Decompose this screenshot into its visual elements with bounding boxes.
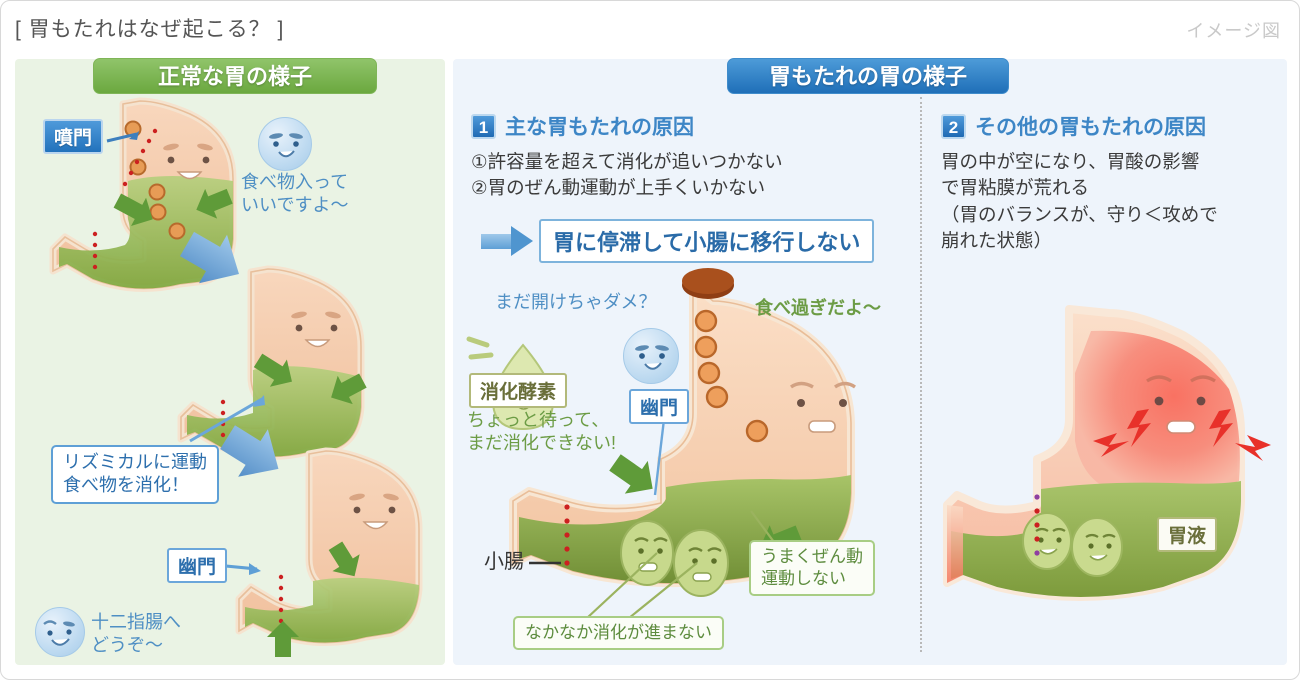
section-1-title: 主な胃もたれの原因 (505, 116, 694, 139)
banner-upset-stomach: 胃もたれの胃の様子 (727, 58, 1009, 94)
section-2-heading: 2 その他の胃もたれの原因 (941, 111, 1218, 141)
speech-food-ok: 食べ物入って いいですよ〜 (241, 172, 349, 216)
stomach-figure-3 (235, 447, 423, 657)
label-cardia: 噴門 (43, 119, 104, 154)
smiley-face-wink (35, 607, 85, 657)
speech-overeating: 食べ過ぎだよ〜 (755, 298, 881, 318)
label-pylorus-middle: 幽門 (629, 389, 690, 424)
section-2-body: 胃の中が空になり、胃酸の影響 で胃粘膜が荒れる （胃のバランスが、守り＜攻めで … (941, 151, 1218, 251)
normal-stomach-panel: 噴門 食べ物入って いいですよ〜 リズミカルに運動 食べ物を消化！ 幽門 十二指… (15, 59, 445, 665)
page-title: [ 胃もたれはなぜ起こる？ ] (15, 18, 285, 41)
label-digestive-enzyme: 消化酵素 (469, 373, 568, 408)
speech-to-duodenum: 十二指腸へ どうぞ〜 (91, 612, 181, 656)
food-face-3 (1022, 512, 1072, 570)
flow-arrow-2 (220, 425, 279, 477)
smiley-face-pylorus (623, 328, 679, 384)
section-2-number: 2 (941, 113, 966, 139)
section-1: 1 主な胃もたれの原因 ①許容量を超えて消化が追いつかない ②胃のぜん動運動が上… (471, 111, 783, 202)
sad-food-face-1 (620, 520, 674, 586)
speech-not-yet: まだ開けちゃダメ？ (495, 292, 657, 312)
pylorus-leader-2 (653, 410, 667, 496)
irritated-stomach-illustration (943, 305, 1271, 601)
section-1-item-2: ②胃のぜん動運動が上手くいかない (471, 177, 766, 199)
section-1-conclusion: 胃に停滞して小腸に移行しない (481, 219, 875, 263)
food-face-4 (1071, 517, 1123, 577)
cardia-leader (106, 132, 138, 143)
label-gastric-juice: 胃液 (1157, 517, 1218, 552)
banner-normal-stomach: 正常な胃の様子 (93, 58, 377, 94)
section-1-number: 1 (471, 113, 496, 139)
label-pylorus-left: 幽門 (167, 548, 228, 583)
section-1-heading: 1 主な胃もたれの原因 (471, 111, 783, 141)
section-1-items: ①許容量を超えて消化が追いつかない ②胃のぜん動運動が上手くいかない (471, 149, 783, 202)
right-arrow-icon (481, 226, 535, 256)
section-2-title: その他の胃もたれの原因 (975, 116, 1206, 139)
peristalsis-arrow (113, 188, 233, 227)
label-small-intestine: 小腸 (484, 551, 524, 573)
section-divider (920, 97, 922, 652)
conclusion-text: 胃に停滞して小腸に移行しない (539, 219, 875, 263)
normal-stomach-illustration (49, 97, 423, 657)
callout-slow-digestion: なかなか消化が進まない (513, 616, 724, 651)
enzyme-speech: ちょっと待って、 まだ消化できない! (467, 410, 617, 454)
callout-no-peristalsis: うまくぜん動 運動しない (749, 540, 875, 597)
callout-rhythmic-digestion: リズミカルに運動 食べ物を消化！ (51, 445, 219, 504)
rhythm-leader (189, 397, 263, 443)
flow-arrow-1 (180, 231, 239, 284)
section-2: 2 その他の胃もたれの原因 胃の中が空になり、胃酸の影響 で胃粘膜が荒れる （胃… (941, 111, 1218, 254)
pain-lightning-icon (1093, 409, 1271, 461)
image-note-label: イメージ図 (1186, 21, 1281, 41)
sad-food-face-2 (673, 529, 729, 597)
section-1-item-1: ①許容量を超えて消化が追いつかない (471, 151, 783, 172)
smiley-face-happy (258, 117, 312, 171)
